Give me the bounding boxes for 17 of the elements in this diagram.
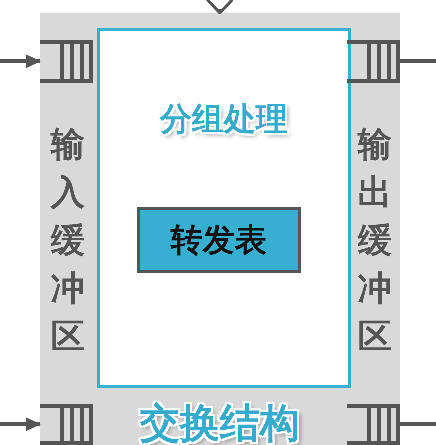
buffer-label: 输出缓冲区 xyxy=(357,124,393,359)
connector-line xyxy=(400,60,436,64)
arrow xyxy=(0,418,41,432)
section-title: 交换结构 xyxy=(140,403,300,445)
chevron-arrow xyxy=(206,0,234,14)
router-panel xyxy=(40,13,400,445)
table-box xyxy=(137,207,301,273)
arrow xyxy=(0,54,41,68)
connector-line xyxy=(400,422,436,426)
queue-icon xyxy=(40,404,93,445)
processing-box xyxy=(97,28,351,388)
buffer-label: 输入缓冲区 xyxy=(50,124,86,359)
queue-icon xyxy=(347,40,400,83)
table-label: 转发表 xyxy=(171,222,267,258)
queue-icon xyxy=(347,404,400,445)
box-title: 分组处理 xyxy=(160,101,288,137)
queue-icon xyxy=(40,40,93,83)
